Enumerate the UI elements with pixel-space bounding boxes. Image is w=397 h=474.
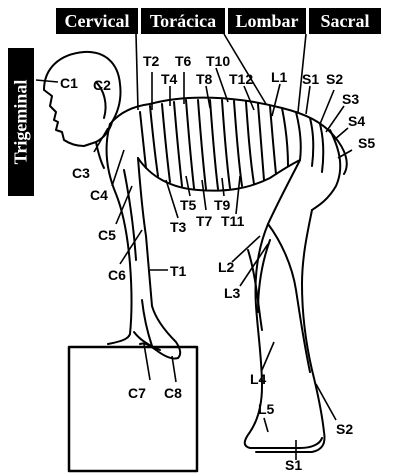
label-l5: L5 — [258, 401, 275, 417]
label-t1: T1 — [170, 263, 187, 279]
label-t7: T7 — [196, 213, 213, 229]
label-c4: C4 — [90, 187, 108, 203]
label-s4: S4 — [348, 113, 365, 129]
label-t9: T9 — [214, 197, 231, 213]
label-c7: C7 — [128, 385, 146, 401]
label-c2: C2 — [93, 77, 111, 93]
front-leg-outline — [245, 160, 322, 448]
label-l1: L1 — [271, 69, 288, 85]
label-t5: T5 — [180, 197, 197, 213]
label-t6: T6 — [175, 53, 192, 69]
label-l4: L4 — [250, 371, 267, 387]
label-s1: S1 — [302, 71, 319, 87]
label-c8: C8 — [164, 385, 182, 401]
label-c6: C6 — [108, 267, 126, 283]
label-t4: T4 — [161, 71, 178, 87]
label-t2: T2 — [143, 53, 160, 69]
label-c5: C5 — [98, 227, 116, 243]
label-s5: S5 — [358, 135, 375, 151]
label-t8: T8 — [196, 71, 213, 87]
label-t11: T11 — [221, 213, 245, 229]
label-s2: S2 — [326, 71, 343, 87]
label-t3: T3 — [170, 219, 187, 235]
label-c1: C1 — [60, 75, 78, 91]
label-s3: S3 — [342, 91, 359, 107]
label-c3: C3 — [72, 165, 90, 181]
label-t10: T10 — [206, 53, 230, 69]
support-box — [69, 347, 197, 471]
label-l3: L3 — [224, 285, 241, 301]
label-l2: L2 — [218, 259, 235, 275]
label-s2-leg: S2 — [336, 421, 353, 437]
label-t12: T12 — [229, 71, 253, 87]
label-s1-foot: S1 — [285, 457, 302, 473]
